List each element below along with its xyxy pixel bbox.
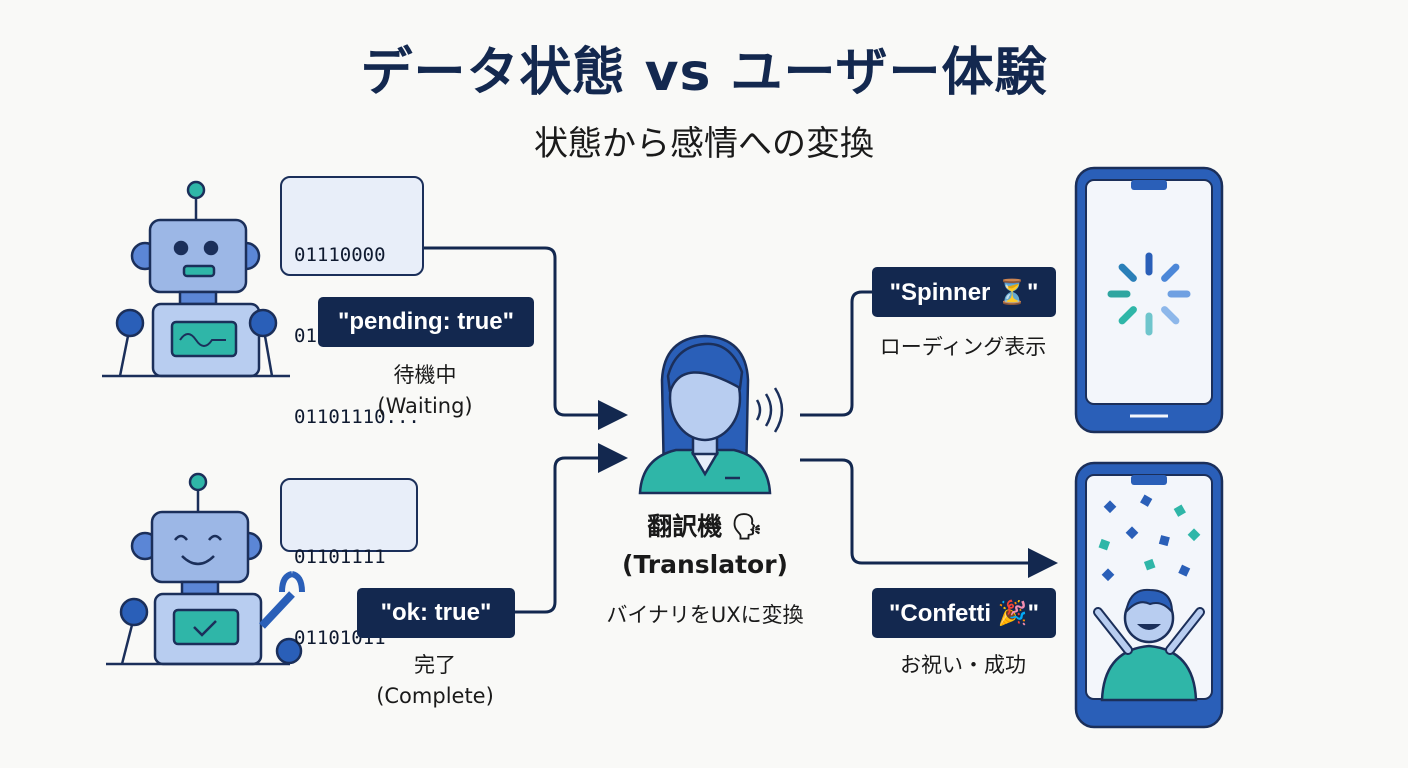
caption-waiting: 待機中 (Waiting) [340, 360, 510, 422]
binary-line: 01101111 [294, 546, 386, 568]
translator-person-icon [638, 334, 784, 495]
connector-translator-to-spinner [800, 290, 872, 417]
translator-label-en: (Translator) [622, 550, 788, 579]
state-code-pending: "pending: true" [318, 297, 534, 347]
caption-success: お祝い・成功 [900, 653, 1026, 677]
translator-description: バイナリをUXに変換 [606, 603, 804, 627]
binary-line: 01101110... [294, 406, 420, 428]
caption-loading: ローディング表示 [879, 335, 1047, 359]
ui-code-spinner: "Spinner ⏳" [872, 267, 1056, 317]
translator-label: 翻訳機 🗣 (Translator) [590, 508, 820, 584]
caption-waiting-en: (Waiting) [377, 394, 473, 418]
binary-bubble-top: 01110000 01100101 01101110... [280, 176, 424, 428]
phone-spinner-icon [1074, 166, 1224, 434]
translator-label-ja: 翻訳機 🗣 [647, 512, 763, 541]
binary-bubble-bottom: 01101111 01101011 [280, 478, 418, 649]
caption-waiting-ja: 待機中 [393, 363, 457, 387]
binary-line: 01110000 [294, 244, 386, 266]
state-code-ok: "ok: true" [357, 588, 515, 638]
ui-code-confetti: "Confetti 🎉" [872, 588, 1056, 638]
page-title: データ状態 vs ユーザー体験 [360, 43, 1048, 103]
connector-translator-to-confetti [800, 458, 1058, 578]
caption-complete-ja: 完了 [414, 653, 456, 677]
robot-complete-icon [106, 472, 305, 666]
connector-bottom-robot-to-translator [515, 443, 628, 614]
caption-complete-en: (Complete) [376, 684, 494, 708]
phone-confetti-icon [1074, 461, 1224, 729]
page-subtitle: 状態から感情への変換 [534, 124, 874, 164]
robot-waiting-icon [102, 180, 290, 378]
caption-complete: 完了 (Complete) [355, 650, 515, 712]
connector-top-robot-to-translator [424, 246, 628, 430]
